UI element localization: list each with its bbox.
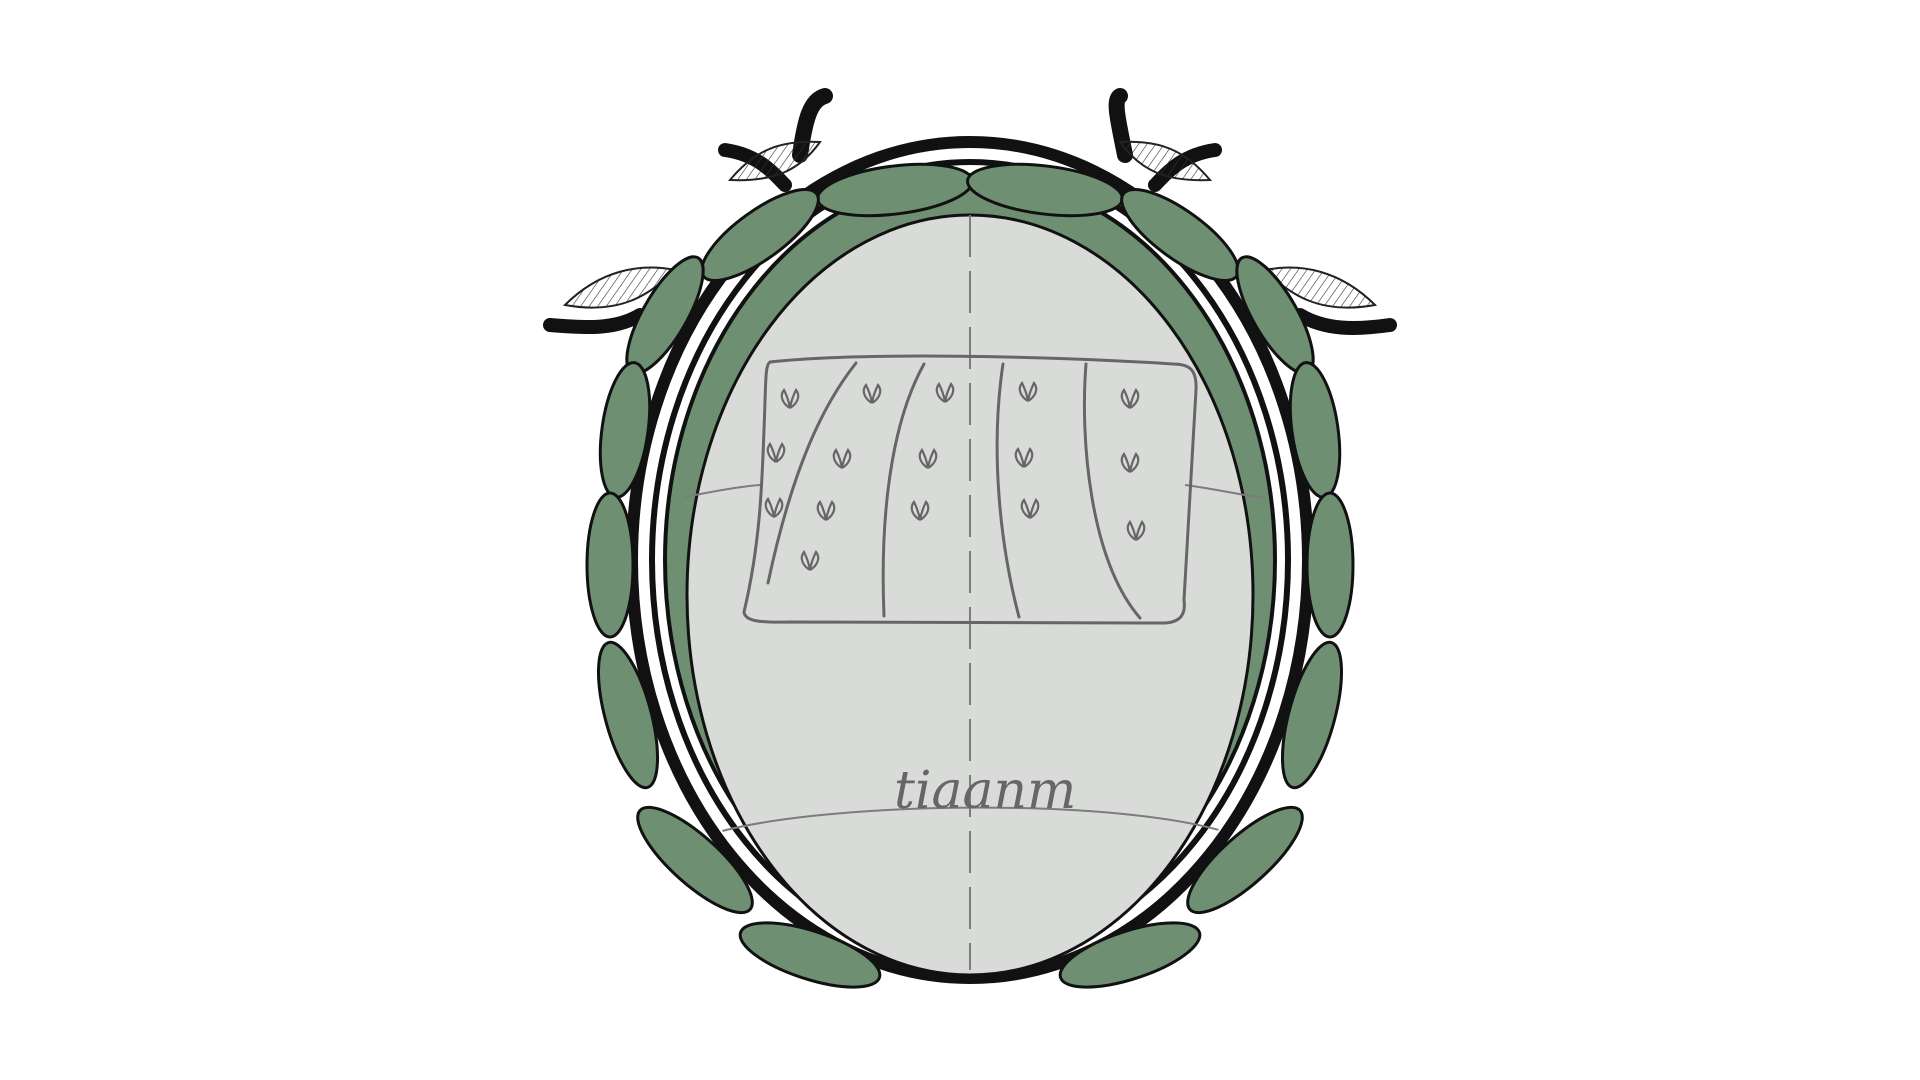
sprout-icon (1120, 388, 1140, 409)
scute-bottom-left (738, 921, 882, 989)
sprout-icon (816, 500, 836, 521)
scute-right-mid-2 (1305, 491, 1355, 639)
sprout-icon (1126, 520, 1146, 541)
scute-left-lower-1 (596, 640, 660, 790)
scute-bottom-right (1058, 921, 1202, 989)
right-side-claw (1293, 308, 1397, 335)
sprout-icon (764, 497, 784, 518)
sprout-icon (1020, 498, 1040, 519)
sprout-icon (800, 550, 820, 571)
right-horizontal-guide (1184, 484, 1266, 499)
sprout-icon (910, 500, 930, 521)
lower-arc-guide (699, 806, 1243, 839)
left-horizontal-guide (684, 484, 761, 498)
handwritten-label: tiaanm (894, 761, 1076, 821)
sprout-icon (862, 383, 882, 404)
row-divider-2 (881, 362, 926, 618)
scute-right-lower-2 (1186, 805, 1304, 915)
sprout-markers (764, 381, 1146, 571)
plastron-guide-lines (684, 215, 1266, 970)
sprout-icon (918, 448, 938, 469)
plant-plot-sketch (742, 354, 1198, 625)
plot-border (742, 354, 1198, 625)
marginal-scutes (585, 162, 1355, 989)
sprout-icon (935, 382, 955, 403)
row-divider-4 (1082, 362, 1142, 620)
sprout-icon (780, 388, 800, 409)
sprout-icon (1120, 452, 1140, 473)
sprout-icon (1018, 381, 1038, 402)
right-top-fin (1118, 140, 1213, 182)
sprout-icon (766, 442, 786, 463)
scute-right-lower-1 (1280, 640, 1344, 790)
sprout-icon (832, 448, 852, 469)
scute-left-mid-2 (585, 491, 635, 639)
left-side-claw (543, 308, 647, 335)
row-divider-1 (766, 361, 858, 585)
sprout-icon (1014, 447, 1034, 468)
turtle-shell: tiaanm (543, 88, 1397, 989)
limb-hatching (562, 140, 1378, 309)
row-divider-3 (995, 362, 1021, 619)
scute-left-lower-2 (636, 805, 754, 915)
left-top-fin (727, 140, 822, 182)
